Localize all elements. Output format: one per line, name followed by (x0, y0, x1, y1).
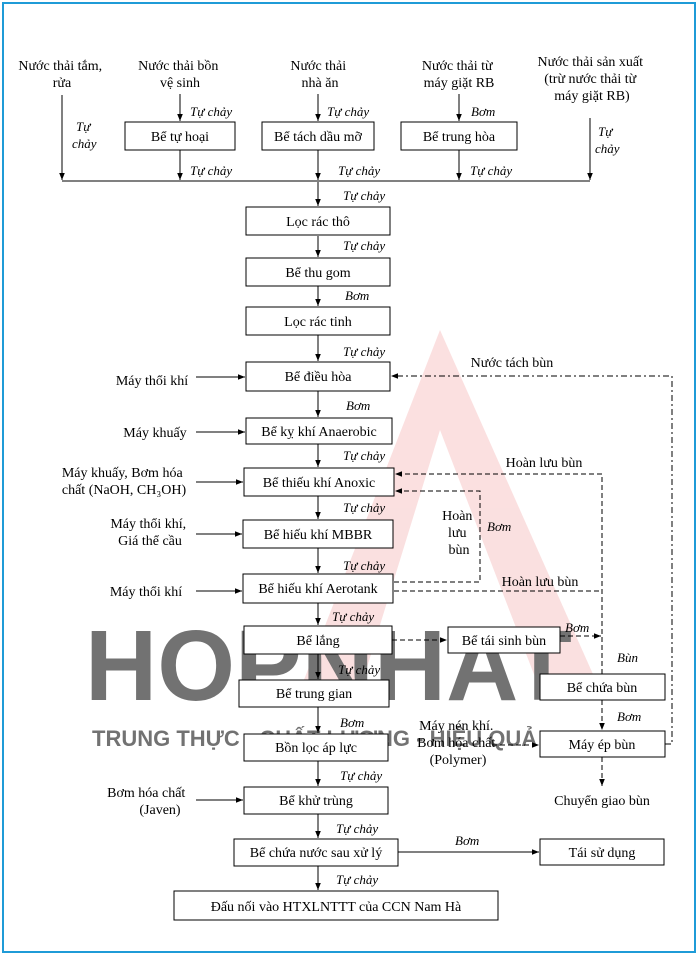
flow-label-bath: Tự chảy (72, 119, 97, 151)
sludge-regen-tank-box (447, 626, 561, 654)
intermediate-tank-box (238, 679, 390, 708)
reuse-box (539, 838, 665, 866)
neutral-tank-label: Bể trung hòa (423, 130, 496, 145)
flow-label-1: Tự chảy (343, 188, 385, 203)
coarse-screen-label: Lọc rác thô (286, 215, 350, 230)
flow-label-2: Tự chảy (343, 238, 385, 253)
flow-label-5: Bơm (346, 398, 370, 413)
flow-label-4: Tự chảy (343, 344, 385, 359)
flow-label-8: Tự chảy (343, 558, 385, 573)
fine-screen-box (245, 306, 391, 336)
sludge-regen-tank-label: Bể tái sinh bùn (462, 634, 546, 649)
reuse-pump-label: Bơm (455, 833, 479, 848)
anaerobic-tank-box (245, 417, 393, 445)
grease-trap-label: Bể tách dầu mỡ (274, 130, 362, 145)
mbbr-tank-label: Bể hiếu khí MBBR (264, 528, 373, 543)
source-toilet: Nước thải bồn vệ sinh (138, 59, 222, 91)
anaerobic-tank-label: Bể kỵ khí Anaerobic (261, 425, 376, 440)
flow-label-canteen: Tự chảy (327, 104, 369, 119)
sludge-storage-tank-label: Bể chứa bùn (567, 681, 638, 696)
coarse-screen-box (245, 206, 391, 236)
mbbr-tank-box (242, 519, 394, 549)
flow-label-10: Tự chảy (338, 662, 380, 677)
sludge-transfer-label: Chuyển giao bùn (554, 794, 650, 809)
pretreatment-units: Bể tự hoại Bể tách dầu mỡ Bể trung hòa (124, 121, 518, 151)
anoxic-tank-box (243, 467, 395, 497)
neutral-tank-box (400, 121, 518, 151)
collector-lines (59, 94, 593, 182)
anoxic-tank-label: Bể thiếu khí Anoxic (263, 476, 375, 491)
intermediate-tank-label: Bể trung gian (276, 687, 352, 702)
treated-water-tank-label: Bể chứa nước sau xử lý (250, 846, 382, 861)
septic-tank-box (124, 121, 236, 151)
input-blower-aerotank: Máy thổi khí (110, 585, 182, 600)
recirc-label-top: Hoàn lưu bùn (506, 456, 583, 471)
flow-label-neutral-out: Tự chảy (470, 163, 512, 178)
flow-label-12: Tự chảy (340, 768, 382, 783)
recirc-label-stacked: Hoàn lưu bùn (442, 509, 476, 558)
pressure-filter-box (243, 733, 389, 762)
collection-tank-label: Bể thu gom (285, 266, 350, 281)
sludge-water-label: Nước tách bùn (471, 356, 554, 371)
reuse-label: Tái sử dụng (569, 846, 636, 861)
input-chlorine: Bơm hóa chất (Javen) (107, 786, 189, 818)
sludge-lines (391, 373, 673, 855)
settling-tank-label: Bể lắng (296, 634, 339, 649)
flow-label-11: Bơm (340, 715, 364, 730)
sludge-press-label: Máy ép bùn (569, 738, 636, 753)
source-bath: Nước thải tắm, rửa (18, 59, 105, 91)
source-laundry: Nước thải từ máy giặt RB (422, 59, 496, 91)
press-inputs-label: Máy nén khí. Bơm hóa chất (Polymer) (417, 719, 499, 768)
flow-label-grease-out: Tự chảy (338, 163, 380, 178)
sludge-press-box (539, 730, 666, 758)
sludge-flow-label: Bùn (617, 650, 638, 665)
treated-water-tank-box (233, 838, 399, 867)
aerotank-label: Bể hiếu khí Aerotank (258, 582, 377, 597)
fine-screen-label: Lọc rác tinh (284, 315, 352, 330)
flow-label-production: Tự chảy (595, 124, 620, 156)
settling-tank-box (243, 625, 393, 655)
recirc-label-bottom: Hoàn lưu bùn (502, 575, 579, 590)
discharge-connection-box (173, 890, 499, 921)
collection-tank-box (245, 257, 391, 287)
main-flow-labels: Tự chảy Tự chảy Bơm Tự chảy Bơm Tự chảy … (332, 188, 385, 887)
press-pump-label: Bơm (617, 709, 641, 724)
flow-label-6: Tự chảy (343, 448, 385, 463)
input-mixer-chemicals: Máy khuấy, Bơm hóa chất (NaOH, CH₃OH) (62, 466, 187, 498)
sludge-units: Bể tái sinh bùn Bể chứa bùn Máy ép bùn T… (447, 626, 666, 866)
discharge-connection-label: Đấu nối vào HTXLNTTT của CCN Nam Hà (211, 900, 462, 915)
septic-tank-label: Bể tự hoại (151, 130, 209, 145)
flow-label-7: Tự chảy (343, 500, 385, 515)
flow-label-laundry: Bơm (471, 104, 495, 119)
flow-label-13: Tự chảy (336, 821, 378, 836)
flow-label-3: Bơm (345, 288, 369, 303)
flow-label-9: Tự chảy (332, 609, 374, 624)
aerotank-box (242, 573, 394, 604)
equalization-tank-label: Bể điều hòa (285, 370, 353, 385)
sludge-labels: Nước tách bùn Hoàn lưu bùn Hoàn lưu bùn … (417, 356, 650, 848)
flow-label-14: Tự chảy (336, 872, 378, 887)
disinfection-tank-label: Bể khử trùng (279, 794, 353, 809)
input-blower-media: Máy thổi khí, Giá thể cầu (110, 517, 189, 549)
recirc-pump-label: Bơm (487, 519, 511, 534)
source-production: Nước thải sản xuất (trừ nước thải từ máy… (537, 55, 646, 104)
pre-flow-labels: Tự chảy Tự chảy Tự chảy Tự chảy Tự chảy … (72, 104, 620, 178)
source-labels: Nước thải tắm, rửa Nước thải bồn vệ sinh… (18, 55, 646, 104)
disinfection-tank-box (243, 786, 389, 815)
equalization-tank-box (245, 361, 391, 392)
main-units: Lọc rác thô Bể thu gom Lọc rác tinh Bể đ… (173, 206, 499, 921)
regen-pump-label: Bơm (565, 620, 589, 635)
input-mixer-anaerobic: Máy khuấy (123, 426, 186, 441)
side-inputs: Máy thổi khí Máy khuấy Máy khuấy, Bơm hó… (62, 374, 245, 818)
source-canteen: Nước thải nhà ăn (290, 59, 349, 91)
input-blower-equalization: Máy thổi khí (116, 374, 188, 389)
pressure-filter-label: Bồn lọc áp lực (275, 741, 357, 756)
flow-label-septic-out: Tự chảy (190, 163, 232, 178)
flow-label-toilet: Tự chảy (190, 104, 232, 119)
